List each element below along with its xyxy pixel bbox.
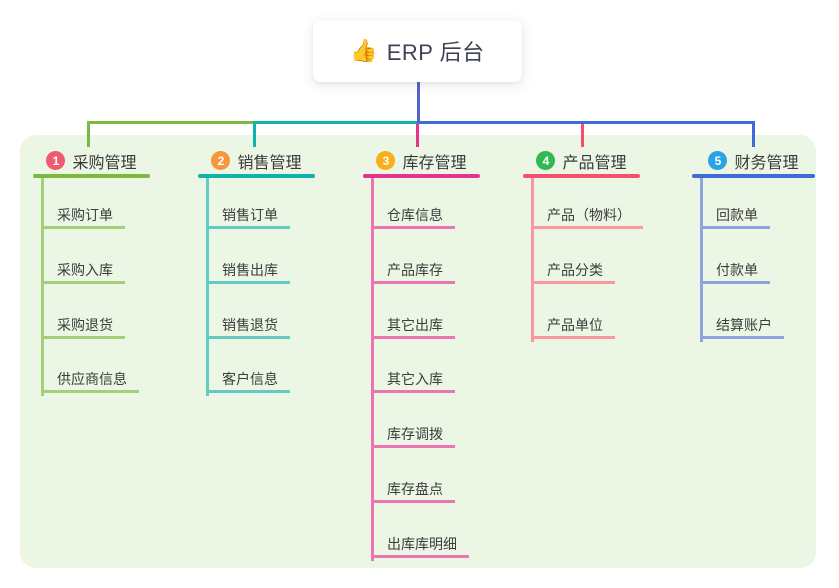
branch-label: 库存管理 bbox=[402, 154, 467, 172]
branch-node[interactable]: 4 产品管理 bbox=[523, 147, 640, 178]
children-trunk-line bbox=[206, 176, 209, 397]
child-node[interactable]: 其它出库 bbox=[371, 313, 455, 339]
branch-elbow-stub bbox=[87, 121, 90, 147]
branch-title[interactable]: 3 库存管理 bbox=[363, 147, 480, 174]
branch-number-badge: 5 bbox=[708, 151, 728, 170]
child-node[interactable]: 销售出库 bbox=[206, 258, 290, 284]
child-node[interactable]: 出库库明细 bbox=[371, 532, 469, 558]
branch-node[interactable]: 5 财务管理 bbox=[692, 147, 815, 178]
child-node[interactable]: 采购退货 bbox=[41, 313, 125, 339]
child-node[interactable]: 库存调拨 bbox=[371, 422, 455, 449]
branch-title[interactable]: 4 产品管理 bbox=[523, 147, 640, 174]
branch-number-badge: 2 bbox=[211, 151, 231, 170]
branch-underline bbox=[692, 174, 815, 178]
child-node[interactable]: 采购订单 bbox=[41, 203, 125, 229]
child-node[interactable]: 产品单位 bbox=[531, 313, 615, 339]
children-trunk-line bbox=[700, 176, 703, 342]
branch-elbow-stub bbox=[752, 121, 755, 147]
child-node[interactable]: 其它入库 bbox=[371, 367, 455, 394]
branch-node[interactable]: 1 采购管理 bbox=[33, 147, 150, 178]
root-node-title: ERP 后台 bbox=[386, 40, 485, 65]
branch-title[interactable]: 1 采购管理 bbox=[33, 147, 150, 174]
children-trunk-line bbox=[371, 176, 374, 561]
child-node[interactable]: 销售退货 bbox=[206, 313, 290, 339]
child-node[interactable]: 销售订单 bbox=[206, 203, 290, 229]
branch-node[interactable]: 2 销售管理 bbox=[198, 147, 315, 178]
branch-label: 销售管理 bbox=[237, 154, 302, 172]
branch-underline bbox=[523, 174, 640, 178]
branch-label: 采购管理 bbox=[72, 154, 137, 172]
bus-line-right-blue bbox=[420, 121, 755, 124]
child-node[interactable]: 结算账户 bbox=[700, 313, 784, 339]
child-node[interactable]: 客户信息 bbox=[206, 367, 290, 394]
branch-label: 产品管理 bbox=[562, 154, 627, 172]
bus-line-left-green bbox=[87, 121, 253, 124]
branches-background-panel bbox=[20, 135, 816, 568]
child-node[interactable]: 采购入库 bbox=[41, 258, 125, 284]
branch-elbow-stub bbox=[253, 121, 256, 147]
child-node[interactable]: 库存盘点 bbox=[371, 477, 455, 503]
branch-number-badge: 3 bbox=[376, 151, 396, 170]
branch-title[interactable]: 2 销售管理 bbox=[198, 147, 315, 174]
child-node[interactable]: 产品库存 bbox=[371, 258, 455, 284]
children-trunk-line bbox=[41, 176, 44, 397]
branch-number-badge: 4 bbox=[536, 151, 556, 170]
children-trunk-line bbox=[531, 176, 534, 342]
child-node[interactable]: 回款单 bbox=[700, 203, 770, 229]
child-node[interactable]: 付款单 bbox=[700, 258, 770, 284]
child-node[interactable]: 供应商信息 bbox=[41, 367, 139, 394]
branch-title[interactable]: 5 财务管理 bbox=[692, 147, 815, 174]
root-stem-line bbox=[417, 82, 420, 124]
root-node-erp-backend[interactable]: 👍 ERP 后台 bbox=[313, 20, 522, 82]
branch-underline bbox=[33, 174, 150, 178]
bus-line-left-teal bbox=[253, 121, 418, 124]
branch-underline bbox=[363, 174, 480, 178]
branch-node[interactable]: 3 库存管理 bbox=[363, 147, 480, 178]
child-node[interactable]: 产品（物料） bbox=[531, 203, 643, 229]
child-node[interactable]: 仓库信息 bbox=[371, 203, 455, 229]
child-node[interactable]: 产品分类 bbox=[531, 258, 615, 284]
branch-underline bbox=[198, 174, 315, 178]
thumbs-up-icon: 👍 bbox=[350, 38, 378, 63]
branch-elbow-stub bbox=[581, 121, 584, 147]
branch-label: 财务管理 bbox=[734, 154, 799, 172]
branch-number-badge: 1 bbox=[46, 151, 66, 170]
branch-elbow-stub bbox=[416, 121, 419, 147]
